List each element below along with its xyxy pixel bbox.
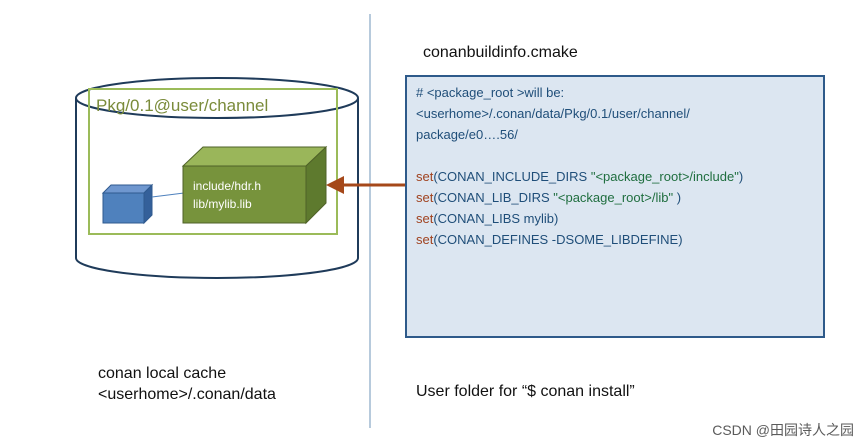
set-keyword: set	[416, 232, 434, 247]
cache-caption-path: <userhome>/.conan/data	[98, 386, 276, 403]
package-reference-label: Pkg/0.1@user/channel	[96, 96, 269, 115]
code-set-line: set(CONAN_LIBS mylib)	[416, 208, 826, 229]
dependency-cube	[101, 183, 154, 225]
cmake-file-panel	[405, 75, 825, 338]
set-keyword: set	[416, 211, 434, 226]
cmake-code-block: # <package_root >will be: <userhome>/.co…	[416, 82, 826, 250]
set-args: (CONAN_DEFINES -DSOME_LIBDEFINE)	[433, 232, 683, 247]
cmake-file-title: conanbuildinfo.cmake	[423, 44, 578, 61]
package-file-lib: lib/mylib.lib	[193, 197, 252, 211]
code-comment-line: # <package_root >will be:	[416, 85, 565, 100]
set-args: (CONAN_LIB_DIRS	[433, 190, 554, 205]
cube-connector	[151, 192, 185, 198]
package-box	[181, 145, 328, 225]
cache-caption-title: conan local cache	[98, 365, 227, 382]
set-suffix: )	[738, 169, 744, 184]
code-set-line: set(CONAN_LIB_DIRS "<package_root>/lib" …	[416, 187, 826, 208]
set-keyword: set	[416, 169, 434, 184]
code-comment-line: package/e0….56/	[416, 127, 518, 142]
user-folder-caption: User folder for “$ conan install”	[416, 383, 635, 400]
code-set-line: set(CONAN_INCLUDE_DIRS "<package_root>/i…	[416, 166, 826, 187]
cache-caption: conan local cache <userhome>/.conan/data	[98, 363, 276, 405]
set-args: (CONAN_LIBS mylib)	[433, 211, 559, 226]
code-comment-line: <userhome>/.conan/data/Pkg/0.1/user/chan…	[416, 106, 690, 121]
package-frame	[88, 88, 338, 235]
link-arrow	[326, 176, 406, 194]
set-args: (CONAN_INCLUDE_DIRS	[433, 169, 591, 184]
set-string: "<package_root>/include"	[590, 169, 739, 184]
set-string: "<package_root>/lib"	[553, 190, 674, 205]
code-blank-line	[416, 145, 826, 166]
watermark: CSDN @田园诗人之园	[712, 422, 854, 438]
set-suffix: )	[673, 190, 682, 205]
package-contents-label: include/hdr.h lib/mylib.lib	[193, 177, 261, 213]
set-keyword: set	[416, 190, 434, 205]
code-set-line: set(CONAN_DEFINES -DSOME_LIBDEFINE)	[416, 229, 826, 250]
package-file-header: include/hdr.h	[193, 179, 262, 193]
